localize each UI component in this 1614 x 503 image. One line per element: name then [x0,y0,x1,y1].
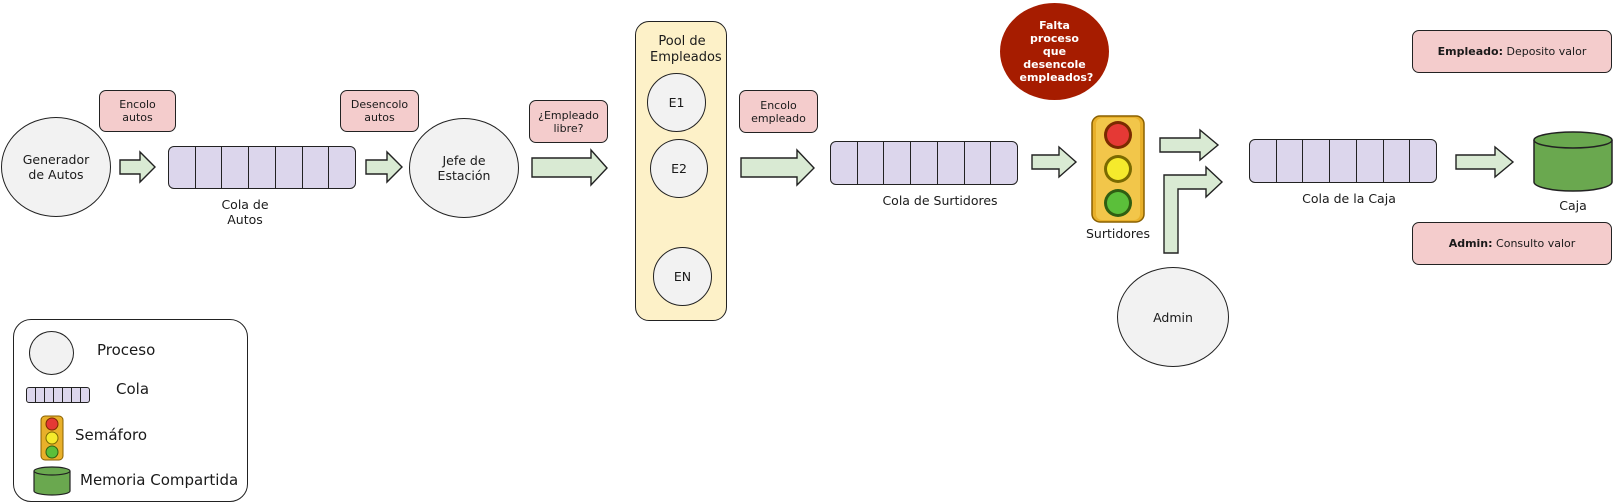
legend-shared-memory-label: Memoria Compartida [80,471,239,489]
legend-process-icon [29,331,74,375]
arrow-boss-to-pool [531,148,608,187]
legend: Proceso Cola Semáforo Memoria Compartida [13,319,248,502]
arrow-admin-to-cashier [1163,165,1224,254]
legend-traffic-light-icon [40,415,64,461]
employee-e2-label: E2 [671,161,687,176]
enqueue-employee-label: Encolo empleado [751,98,806,125]
employee-action: Deposito valor [1506,45,1587,58]
legend-queue-label: Cola [116,380,150,398]
employee-e1-process: E1 [647,73,706,132]
cars-queue-label: Cola de Autos [221,197,269,227]
employee-free-note: ¿Empleado libre? [529,100,608,143]
employee-e2-process: E2 [650,139,708,198]
cylinder-icon [1533,131,1613,192]
warning-text: Falta proceso que desencole empleados? [1019,19,1094,84]
employee-e1-label: E1 [668,95,685,110]
pool-title: Pool de Empleados [650,34,722,65]
admin-action: Consulto valor [1496,237,1576,250]
enqueue-employee-note: Encolo empleado [739,90,818,133]
boss-process: Jefe de Estación [409,118,519,218]
arrow-queue-to-boss [365,150,403,184]
legend-cylinder-icon [33,466,71,496]
pumps-queue [830,141,1018,185]
warning-circle: Falta proceso que desencole empleados? [1000,3,1109,100]
employee-role: Empleado: [1437,45,1503,58]
cashier-queue [1249,139,1437,183]
admin-label: Admin [1153,309,1193,325]
admin-role-note: Admin: Consulto valor [1412,222,1612,265]
enqueue-cars-note: Encolo autos [99,90,176,132]
arrow-pool-to-pumps [740,148,815,187]
employee-en-process: EN [653,247,712,306]
legend-semaphore-label: Semáforo [75,426,148,444]
dequeue-cars-label: Desencolo autos [350,98,409,124]
legend-process-label: Proceso [97,341,156,359]
arrow-pumps-to-semaphore [1031,145,1078,179]
traffic-light-icon [1091,115,1145,223]
cars-queue [168,146,356,189]
arrow-generator-to-queue [119,150,156,184]
enqueue-cars-label: Encolo autos [119,98,156,124]
employee-free-label: ¿Empleado libre? [538,108,599,135]
semaphore-label: Surtidores [1085,226,1151,241]
admin-process: Admin [1117,267,1229,367]
arrow-semaphore-to-cashier [1159,128,1220,162]
generator-label: Generador de Autos [22,152,90,182]
employee-role-note: Empleado: Deposito valor [1412,30,1612,73]
pumps-queue-label: Cola de Surtidores [882,193,998,208]
boss-label: Jefe de Estación [437,153,491,183]
dequeue-cars-note: Desencolo autos [340,90,419,132]
cashier-queue-label: Cola de la Caja [1302,191,1396,206]
legend-queue-icon [26,387,90,403]
arrow-cashier-to-caja [1455,145,1515,179]
generator-process: Generador de Autos [1,117,111,217]
shared-memory-label: Caja [1559,198,1587,213]
employee-en-label: EN [673,269,692,284]
admin-role: Admin: [1448,237,1493,250]
